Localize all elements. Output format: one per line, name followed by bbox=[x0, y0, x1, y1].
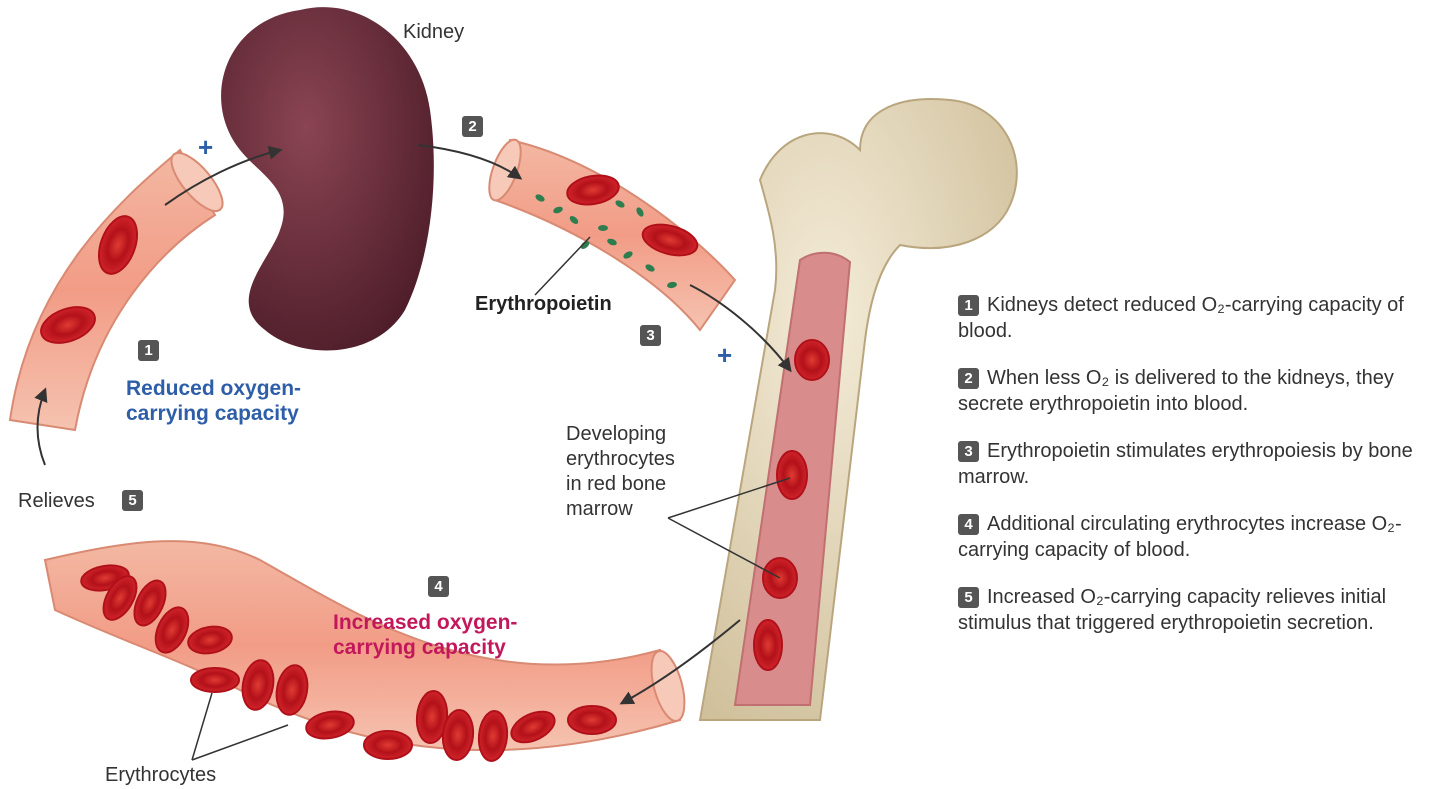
step-badge-2: 2 bbox=[462, 116, 483, 137]
step-text: Erythropoietin stimulates erythropoiesis… bbox=[958, 440, 1413, 488]
developing-erythrocytes-label: Developing erythrocytes in red bone marr… bbox=[566, 422, 675, 522]
step-text: Additional circulating erythrocytes incr… bbox=[958, 513, 1402, 561]
step-number: 2 bbox=[958, 368, 979, 389]
erythrocytes-label: Erythrocytes bbox=[105, 763, 216, 787]
step-badge-1: 1 bbox=[138, 340, 159, 361]
step-number: 5 bbox=[958, 587, 979, 608]
step-badge-3: 3 bbox=[640, 325, 661, 346]
step-text: Kidneys detect reduced O₂-carrying capac… bbox=[958, 294, 1404, 342]
increased-capacity-label: Increased oxygen- carrying capacity bbox=[333, 610, 517, 660]
kidney bbox=[221, 7, 434, 350]
plus-sign-kidney: + bbox=[198, 132, 213, 163]
step-number: 1 bbox=[958, 295, 979, 316]
step-number: 3 bbox=[958, 441, 979, 462]
kidney-label: Kidney bbox=[403, 20, 464, 44]
step-badge-4: 4 bbox=[428, 576, 449, 597]
erythropoietin-label: Erythropoietin bbox=[475, 292, 612, 316]
plus-sign-bone: + bbox=[717, 340, 732, 371]
step-text: When less O₂ is delivered to the kidneys… bbox=[958, 367, 1394, 415]
reduced-capacity-label: Reduced oxygen- carrying capacity bbox=[126, 376, 301, 426]
step-text: Increased O₂-carrying capacity relieves … bbox=[958, 586, 1386, 634]
step-badge-5: 5 bbox=[122, 490, 143, 511]
relieves-label: Relieves bbox=[18, 489, 95, 513]
step-number: 4 bbox=[958, 514, 979, 535]
